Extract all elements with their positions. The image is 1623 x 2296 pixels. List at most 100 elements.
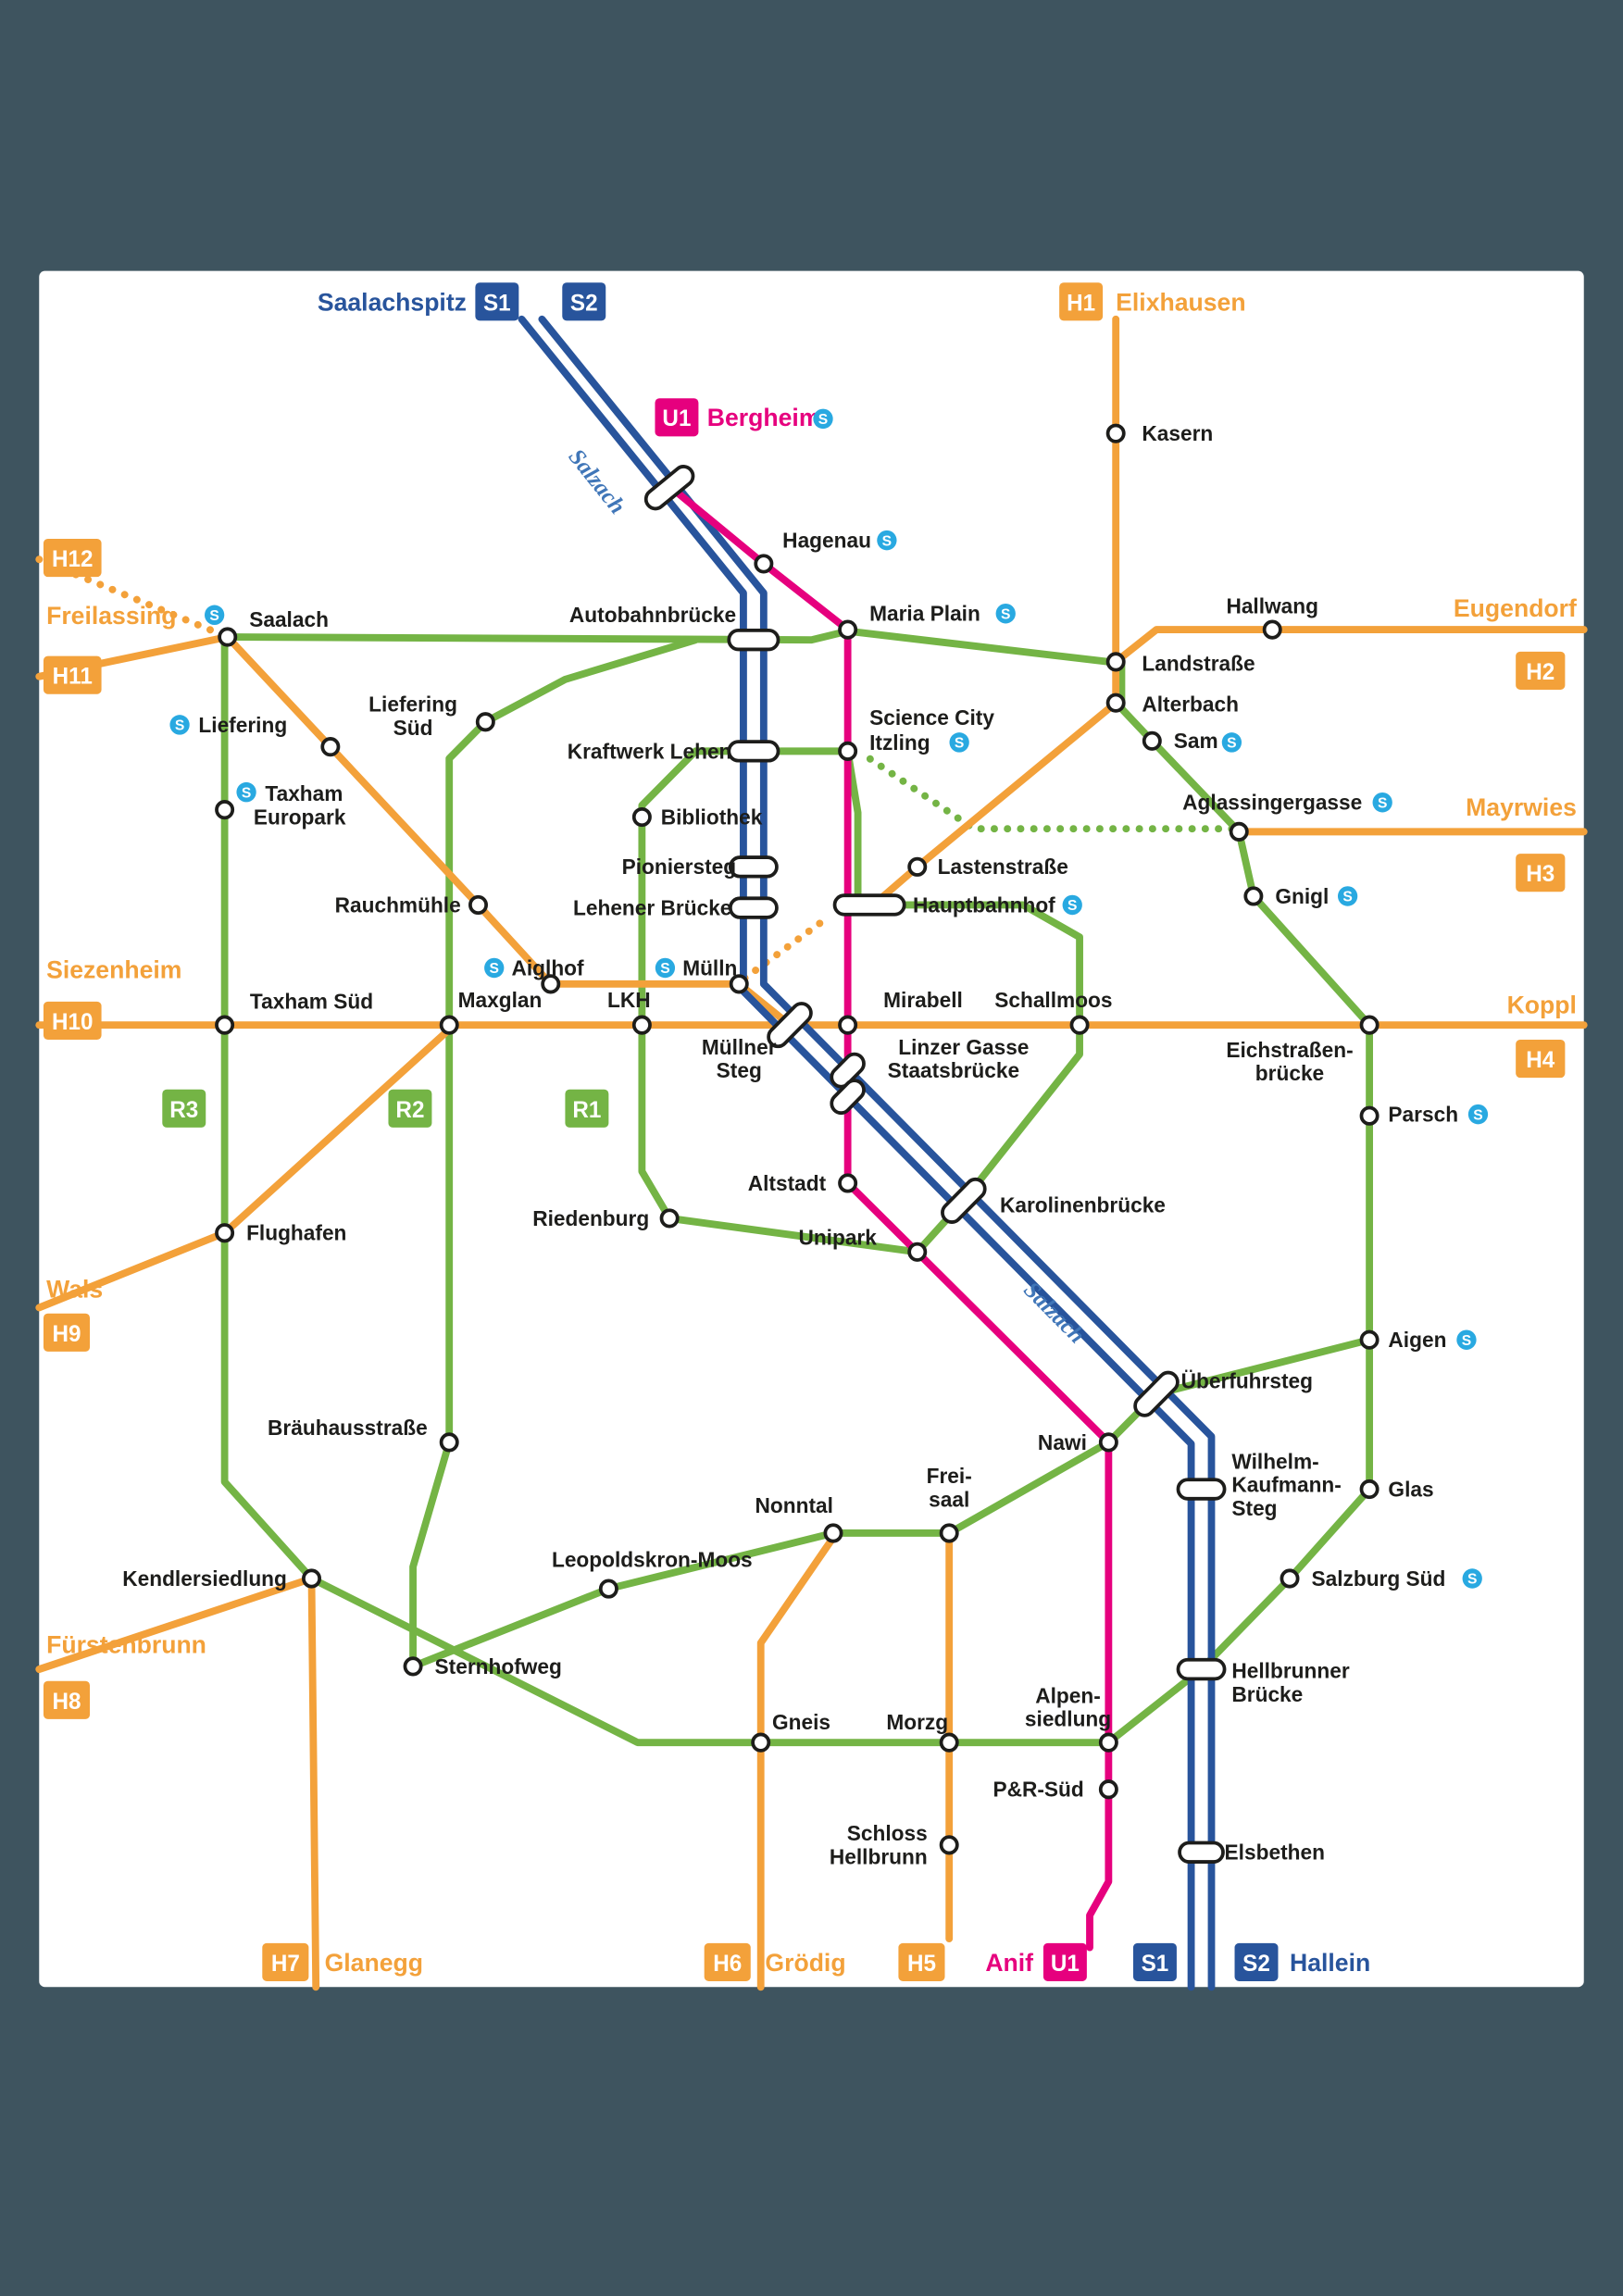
station-label: brücke	[1255, 1061, 1324, 1085]
station-dot-alterbach	[1105, 693, 1126, 713]
s-service-icon-glyph: S	[1462, 1333, 1471, 1349]
station-dot-schloss-hellbrunn	[939, 1835, 959, 1855]
station-label: Leopoldskron-Moos	[552, 1547, 753, 1571]
station-capsule-kraftwerk-lehen	[727, 740, 780, 763]
s-service-icon	[1372, 792, 1392, 813]
line-badge-label: H7	[271, 1952, 300, 1977]
s-service-icon-glyph: S	[175, 718, 184, 734]
station-label: Maxglan	[458, 988, 543, 1012]
station-label: Steg	[1231, 1496, 1277, 1520]
station-label: saal	[929, 1487, 969, 1511]
station-label: Rauchmühle	[335, 892, 461, 917]
s-service-icon	[169, 715, 190, 735]
station-label: Kaufmann-	[1231, 1473, 1341, 1497]
line-badge-h8	[43, 1680, 91, 1719]
s-service-icon	[1221, 732, 1242, 753]
line-badge-label: H10	[52, 1010, 93, 1035]
station-label: Schloss	[847, 1821, 928, 1845]
line-badge-s2	[1234, 1942, 1279, 1981]
s-service-icon	[1462, 1568, 1482, 1589]
line-badge-label: S2	[1242, 1952, 1270, 1977]
line-badge-label: R1	[572, 1098, 601, 1123]
terminal-label: Anif	[985, 1949, 1033, 1977]
line-badge-label: S1	[1142, 1952, 1169, 1977]
terminal-label: Hallein	[1290, 1949, 1370, 1977]
station-label: Europark	[254, 805, 346, 829]
line-badge-h10	[43, 1001, 102, 1040]
station-label: Nonntal	[755, 1493, 833, 1517]
station-label: Science City	[869, 705, 994, 730]
station-dot-glas	[1359, 1479, 1380, 1500]
station-label: Salzburg Süd	[1311, 1566, 1445, 1591]
terminal-label: Bergheim	[707, 404, 821, 431]
station-label: Nawi	[1038, 1430, 1087, 1454]
terminal-label: Freilassing	[46, 602, 176, 630]
s-service-icon	[1456, 1329, 1477, 1350]
s-service-icon	[995, 603, 1016, 624]
station-dot-unipark	[907, 1242, 928, 1262]
s-service-icon	[1062, 894, 1082, 916]
station-dot-salzburg-sued	[1280, 1568, 1300, 1589]
station-label: Staatsbrücke	[888, 1058, 1019, 1082]
station-label: Überfuhrsteg	[1181, 1368, 1313, 1392]
line-badge-h1	[1059, 282, 1104, 321]
station-label: LKH	[607, 988, 651, 1012]
terminal-label: Wals	[46, 1275, 103, 1303]
station-capsule-autobahnbruecke	[727, 628, 780, 652]
station-label: Frei-	[927, 1464, 972, 1488]
line-badge-label: H2	[1526, 660, 1554, 685]
station-capsule-elsbethen	[1178, 1841, 1225, 1864]
line-badge-label: U1	[1051, 1952, 1080, 1977]
station-label: Süd	[393, 716, 433, 740]
station-label: Itzling	[869, 730, 930, 755]
line-badge-label: S1	[483, 291, 511, 316]
station-dot-kasern	[1105, 423, 1126, 443]
station-dot-braeuhausstrasse	[439, 1432, 459, 1453]
dotted-link-muelln-hauptbahnhof	[741, 913, 833, 982]
terminal-label: Glanegg	[325, 1949, 423, 1977]
line-badge-label: U1	[662, 406, 691, 431]
ring-r3	[220, 627, 1374, 1747]
station-dot-science-city-itzling	[838, 741, 858, 761]
s-service-icon-glyph: S	[209, 608, 218, 624]
station-label: Sternhofweg	[435, 1654, 562, 1678]
station-label: Glas	[1388, 1477, 1433, 1501]
station-label: Aiglhof	[512, 955, 584, 980]
line-badge-h4	[1516, 1039, 1566, 1079]
station-label: Alpen-	[1035, 1683, 1101, 1707]
line-badge-label: H8	[52, 1690, 81, 1715]
s-service-icon-glyph: S	[1342, 890, 1352, 905]
station-label: Kendlersiedlung	[122, 1566, 287, 1591]
station-dot-schallmoos	[1069, 1015, 1090, 1035]
line-badge-r2	[388, 1089, 432, 1128]
station-capsule-staatsbruecke	[830, 1079, 866, 1116]
station-capsule-muellner-steg	[767, 1002, 813, 1049]
line-badge-h11	[43, 655, 102, 694]
terminal-label: Fürstenbrunn	[46, 1631, 206, 1659]
line-h6	[756, 1533, 837, 1991]
station-dot-sternhofweg	[403, 1656, 423, 1677]
station-dot-taxham-europark	[215, 800, 235, 820]
station-label: Brücke	[1231, 1682, 1303, 1706]
station-label: Aigen	[1388, 1328, 1446, 1352]
s-service-icon-glyph: S	[955, 736, 964, 752]
station-label: Schallmoos	[994, 988, 1112, 1012]
line-h8	[35, 1575, 316, 1674]
station-label: Kraftwerk Lehen	[568, 739, 732, 763]
station-capsule-hellbrunner-bruecke	[1176, 1657, 1227, 1681]
line-badge-u1	[655, 398, 699, 437]
s-service-icon	[484, 957, 505, 979]
s-service-icon	[949, 732, 969, 753]
station-label: Eichstraßen-	[1226, 1038, 1353, 1062]
station-dot-lkh	[631, 1015, 652, 1035]
terminal-label: Siezenheim	[46, 955, 181, 983]
terminal-label: Grödig	[765, 1949, 845, 1977]
terminal-label: Eugendorf	[1454, 594, 1577, 622]
station-label: Lastenstraße	[938, 855, 1068, 879]
station-label: Liefering	[198, 713, 287, 737]
line-badge-label: H5	[907, 1952, 936, 1977]
station-dot-muelln	[729, 974, 749, 994]
s-service-icon	[236, 781, 256, 803]
station-dot-liefering	[320, 737, 341, 757]
